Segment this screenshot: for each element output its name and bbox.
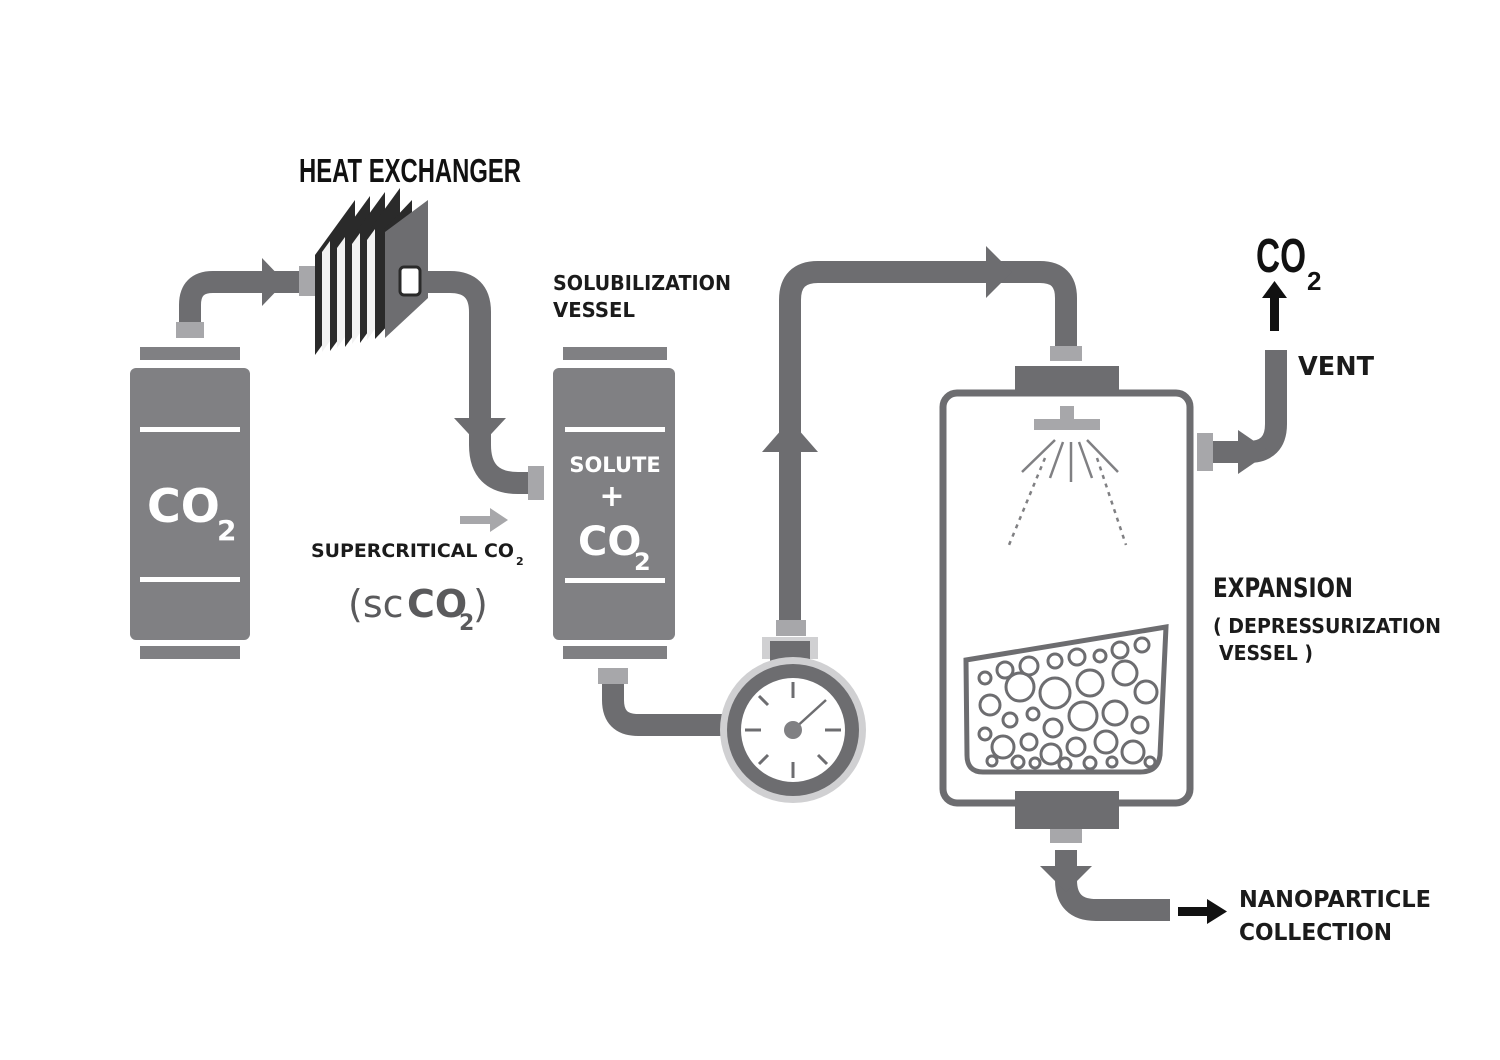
supercritical-label: SUPERCRITICAL CO bbox=[311, 540, 514, 562]
spray-nozzle-icon bbox=[1007, 406, 1128, 546]
depressurization-label-line2: VESSEL ) bbox=[1219, 641, 1313, 665]
vent-co2-subscript: 2 bbox=[1307, 266, 1321, 296]
pressure-gauge-icon bbox=[720, 637, 866, 803]
expansion-vessel bbox=[939, 366, 1194, 829]
flow-arrow-icon bbox=[1040, 866, 1092, 892]
pipe-tank-to-exchanger bbox=[179, 271, 300, 325]
pipe-exchanger-to-solubilization bbox=[425, 271, 533, 494]
pipe-expansion-to-collection bbox=[1055, 850, 1170, 921]
co2-tank-label: CO bbox=[147, 479, 220, 533]
solute-label: SOLUTE bbox=[569, 453, 660, 477]
supercritical-subscript: 2 bbox=[516, 555, 524, 568]
mix-co2-label: CO bbox=[578, 519, 641, 565]
vent-label: VENT bbox=[1298, 352, 1374, 382]
flow-arrow-icon bbox=[1238, 430, 1270, 474]
solubilization-label-line1: SOLUBILIZATION bbox=[553, 271, 731, 295]
pipe-gauge-to-expansion bbox=[779, 261, 1077, 622]
flow-arrow-icon bbox=[762, 420, 818, 452]
pipe-solubilization-to-gauge bbox=[602, 683, 725, 736]
co2-tank-subscript: 2 bbox=[217, 514, 236, 547]
particle-collection-icon bbox=[963, 624, 1169, 775]
flow-arrows bbox=[262, 246, 1270, 892]
flow-arrow-icon bbox=[454, 418, 506, 446]
couplings bbox=[176, 266, 1213, 843]
scco2-close: ) bbox=[473, 582, 488, 626]
scco2-subscript: 2 bbox=[459, 611, 474, 636]
depressurization-label-line1: ( DEPRESSURIZATION bbox=[1213, 614, 1441, 638]
nanoparticle-label-line2: COLLECTION bbox=[1239, 920, 1392, 946]
vent-co2-label: CO bbox=[1256, 230, 1306, 283]
flow-arrow-icon bbox=[986, 246, 1012, 298]
plus-sign: + bbox=[599, 479, 624, 514]
co2-tank: CO 2 bbox=[130, 347, 250, 659]
solubilization-label-line2: VESSEL bbox=[553, 298, 635, 322]
flow-arrow-icon bbox=[262, 258, 285, 306]
heat-exchanger-icon bbox=[315, 188, 428, 355]
expansion-label: EXPANSION bbox=[1213, 573, 1353, 604]
heat-exchanger-label: HEAT EXCHANGER bbox=[299, 152, 521, 189]
scco2-open: (sc bbox=[348, 582, 404, 626]
vent-arrow-icon bbox=[1262, 281, 1287, 331]
nanoparticle-label-line1: NANOPARTICLE bbox=[1239, 887, 1431, 913]
mix-co2-subscript: 2 bbox=[634, 548, 651, 576]
scco2-co: CO bbox=[407, 582, 467, 626]
supercritical-arrow-icon bbox=[460, 508, 508, 532]
collection-arrow-icon bbox=[1178, 899, 1227, 924]
solubilization-vessel: SOLUTE + CO 2 bbox=[553, 347, 675, 659]
